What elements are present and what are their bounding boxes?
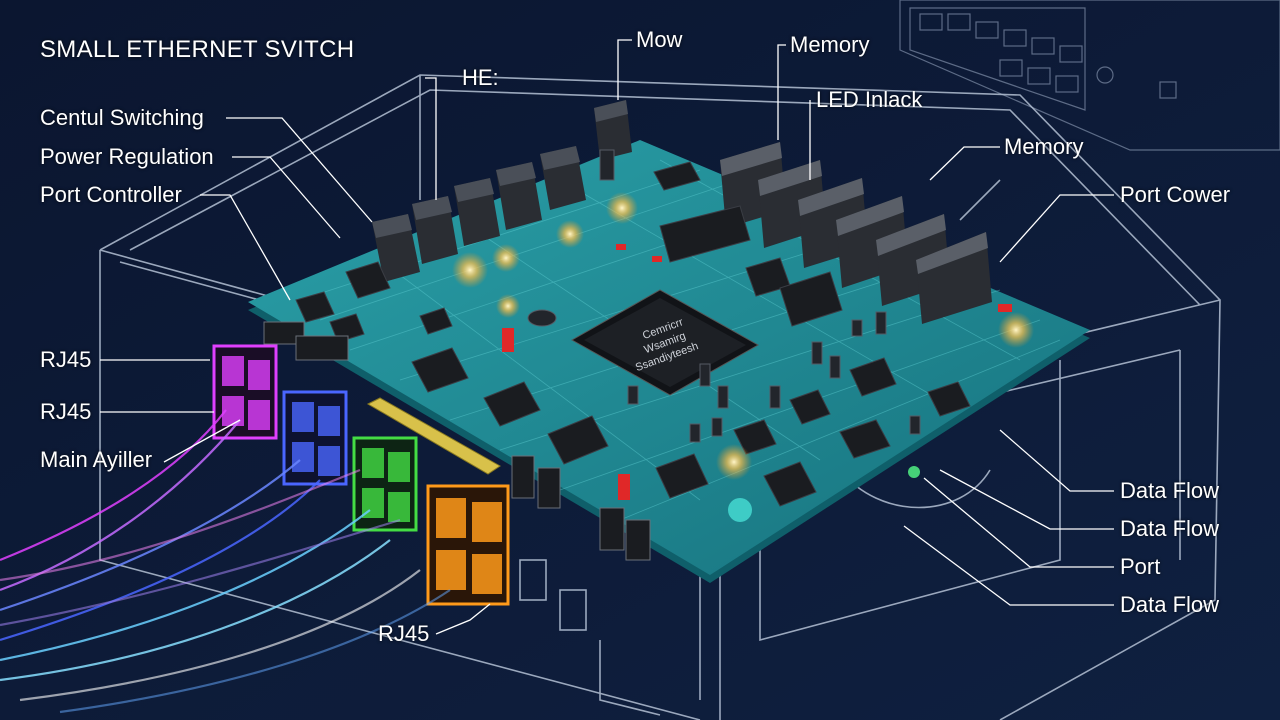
red-smd [616, 244, 626, 250]
rj45-port-block-orange [426, 484, 510, 606]
capacitor [717, 385, 729, 409]
capacitor [689, 423, 701, 443]
header [295, 335, 349, 361]
diagram-title: SMALL ETHERNET SVITCH [40, 36, 355, 63]
ic [789, 389, 831, 425]
label-port-controller: Port Controller [40, 182, 182, 207]
label-central-switching: Centul Switching [40, 105, 204, 130]
label-rj45-a: RJ45 [40, 347, 92, 372]
heatsink [496, 162, 542, 230]
glowing-leds [452, 192, 1034, 522]
ic [763, 461, 817, 507]
label-data-flow-2: Data Flow [1120, 516, 1220, 541]
capacitor [769, 385, 781, 409]
ic [345, 261, 391, 299]
header [263, 321, 305, 345]
background-switch-wireframe [899, 0, 1280, 151]
red-capacitor [502, 328, 514, 352]
capacitors [527, 149, 921, 443]
capacitor [875, 311, 887, 335]
capacitor [627, 385, 639, 405]
ic [655, 453, 709, 499]
ic [419, 307, 453, 335]
label-he: HE: [462, 65, 499, 90]
header [511, 455, 535, 499]
data-light-trails [0, 409, 451, 714]
heatsinks-left [372, 100, 632, 282]
heatsink [412, 196, 458, 264]
led-glow [496, 294, 520, 318]
capacitor-round [527, 309, 557, 327]
pcb-traces [299, 159, 1061, 521]
label-data-flow-1: Data Flow [1120, 478, 1220, 503]
rj45-port-block-blue [282, 390, 348, 486]
led-glow [728, 498, 752, 522]
ic [659, 205, 751, 263]
ic [411, 347, 469, 393]
label-power-regulation: Power Regulation [40, 144, 214, 169]
led-glow [492, 244, 520, 272]
red-components [502, 244, 1012, 500]
ic [839, 419, 891, 459]
small-ics [295, 161, 971, 507]
heatsink [454, 178, 500, 246]
header [537, 467, 561, 509]
led-glow [556, 220, 584, 248]
header [625, 519, 651, 561]
ic [779, 271, 843, 327]
label-rj45-c: RJ45 [378, 621, 430, 646]
label-memory-right: Memory [1004, 134, 1084, 159]
ic [927, 381, 971, 417]
label-port-cower: Port Cower [1120, 182, 1231, 207]
led-glow [606, 192, 638, 224]
capacitor [699, 363, 711, 387]
ic [483, 381, 541, 427]
label-main-ayiller: Main Ayiller [40, 447, 153, 472]
capacitor [711, 417, 723, 437]
ic [295, 291, 335, 323]
capacitor [599, 149, 615, 181]
heatsinks-right [720, 142, 992, 324]
ic [653, 161, 701, 191]
label-memory-top: Memory [790, 32, 870, 57]
label-data-flow-3: Data Flow [1120, 592, 1220, 617]
rj45-port-block-magenta [212, 344, 278, 440]
heatsink [372, 214, 420, 282]
label-port: Port [1120, 554, 1161, 579]
heatsink [540, 146, 586, 210]
capacitor [851, 319, 863, 337]
capacitor [909, 415, 921, 435]
background-port-grid [919, 13, 1083, 93]
led-glow [998, 312, 1034, 348]
led-glow [452, 252, 488, 288]
red-capacitor [618, 474, 630, 500]
capacitor [829, 355, 841, 379]
ic [547, 415, 609, 465]
gold-edge-connector [366, 397, 501, 475]
memory-module [916, 232, 992, 324]
header [599, 507, 625, 551]
led-glow [908, 466, 920, 478]
heatsink [594, 100, 632, 160]
capacitor [811, 341, 823, 365]
leader-lines [100, 39, 1114, 635]
header-connectors [263, 321, 651, 561]
red-smd [652, 256, 662, 262]
label-mow: Mow [636, 27, 683, 52]
label-led-inlack: LED Inlack [816, 87, 923, 112]
label-rj45-b: RJ45 [40, 399, 92, 424]
red-smd [998, 304, 1012, 312]
ic [329, 313, 365, 343]
led-glow [716, 444, 752, 480]
ic [849, 357, 897, 397]
